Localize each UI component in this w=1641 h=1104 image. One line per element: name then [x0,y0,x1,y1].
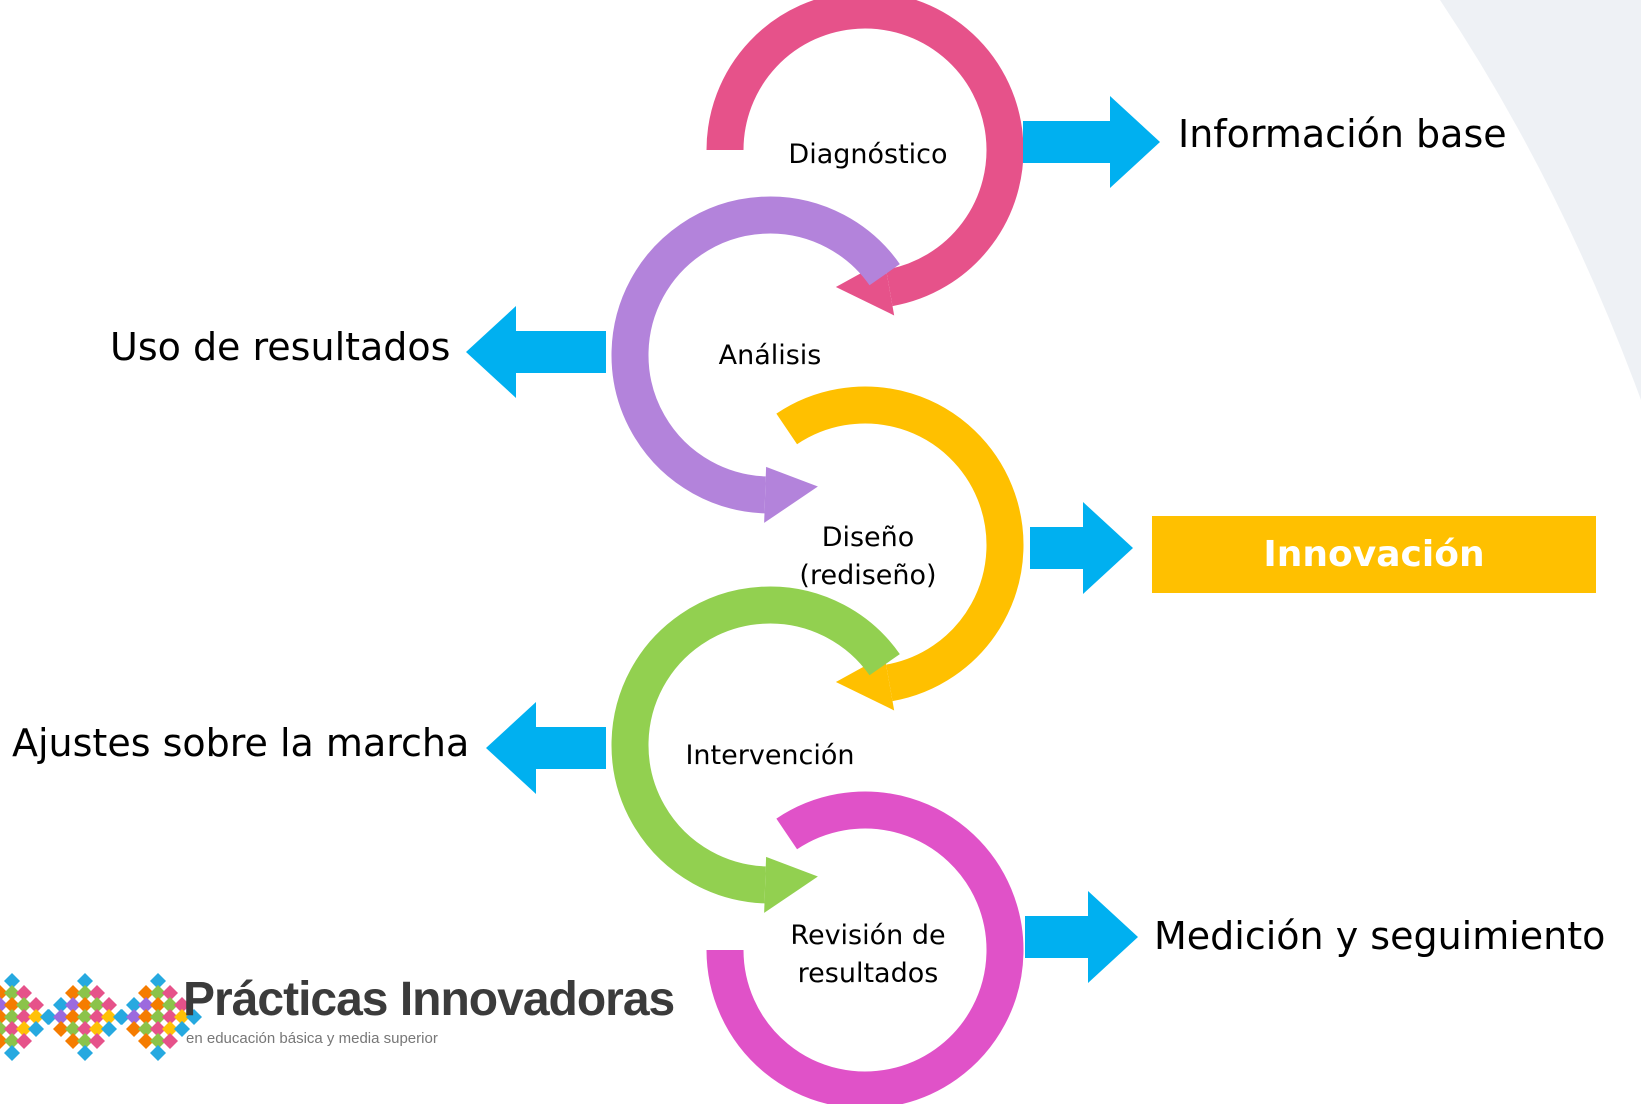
stage-arrowhead-diseno [835,655,895,711]
stage-label-intervencion: Intervención [685,740,855,771]
logo-diamond-cluster-2 [41,973,129,1061]
stage-arc-intervencion [611,586,900,904]
stage-label-revision: Revisión de resultados [790,920,946,989]
arrow-to-uso-resultados [466,306,606,398]
stage-arc-analisis [611,196,900,514]
logo-mark [0,973,202,1061]
stage-label-diagnostico: Diagnóstico [788,139,948,170]
arrow-to-informacion-base [1023,96,1160,188]
outcome-ajustes: Ajustes sobre la marcha [12,721,470,765]
innovation-box: Innovación [1152,516,1596,593]
arrow-to-medicion [1025,891,1138,983]
outcome-uso-resultados: Uso de resultados [110,325,451,369]
stage-label-diseno: Diseño (rediseño) [799,522,937,591]
logo-subtitle: en educación básica y media superior [186,1030,438,1047]
logo-diamond-cluster-1 [0,973,56,1061]
innovation-label: Innovación [1263,534,1485,575]
logo-diamond-cluster-3 [114,973,202,1061]
stage-arc-diagnostico [706,0,1024,307]
outcome-informacion-base: Información base [1178,112,1507,156]
logo-title: Prácticas Innovadoras [183,973,675,1026]
outcome-medicion: Medición y seguimiento [1154,914,1606,958]
arrow-to-ajustes [486,702,606,794]
stage-arrowhead-intervencion [764,856,818,913]
stage-arrowhead-analisis [764,466,818,523]
stage-arc-revision [706,791,1024,1104]
stage-label-analisis: Análisis [718,340,822,371]
stage-arc-diseno [776,386,1024,702]
arrow-to-innovacion [1030,502,1133,594]
